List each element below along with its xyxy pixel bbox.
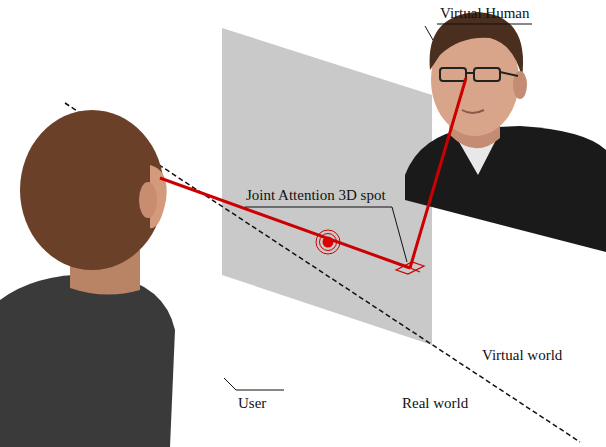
- vh-gaze: [410, 78, 466, 268]
- user-gaze: [160, 178, 410, 268]
- user-figure: [0, 110, 175, 447]
- leader-line: [425, 26, 433, 40]
- callout-label: Joint Attention 3D spot: [246, 187, 386, 204]
- virtual-human: [405, 12, 606, 252]
- user-shoulders: [0, 274, 175, 447]
- user-hair: [20, 110, 164, 270]
- leader-line: [224, 378, 284, 390]
- spot-cross: [400, 264, 420, 272]
- target-ring: [316, 230, 340, 254]
- callout-label: Real world: [402, 395, 468, 412]
- vh-glasses-right: [474, 68, 500, 81]
- user-ear: [139, 182, 157, 218]
- spot-marker: [396, 262, 424, 274]
- callout-label: Virtual world: [482, 347, 562, 364]
- target-ring: [320, 234, 337, 251]
- callout-label: User: [238, 395, 266, 412]
- screen-plane: [222, 28, 432, 345]
- vh-jacket: [405, 126, 606, 252]
- vh-mouth: [462, 110, 484, 113]
- vh-glasses-left: [440, 68, 466, 81]
- target-dot: [323, 237, 334, 248]
- leader-line: [245, 207, 407, 262]
- leader-line: [437, 24, 532, 25]
- vh-glasses-bridge: [466, 72, 474, 74]
- vh-glasses-arm: [500, 72, 518, 76]
- callout-label: Virtual Human: [440, 5, 530, 22]
